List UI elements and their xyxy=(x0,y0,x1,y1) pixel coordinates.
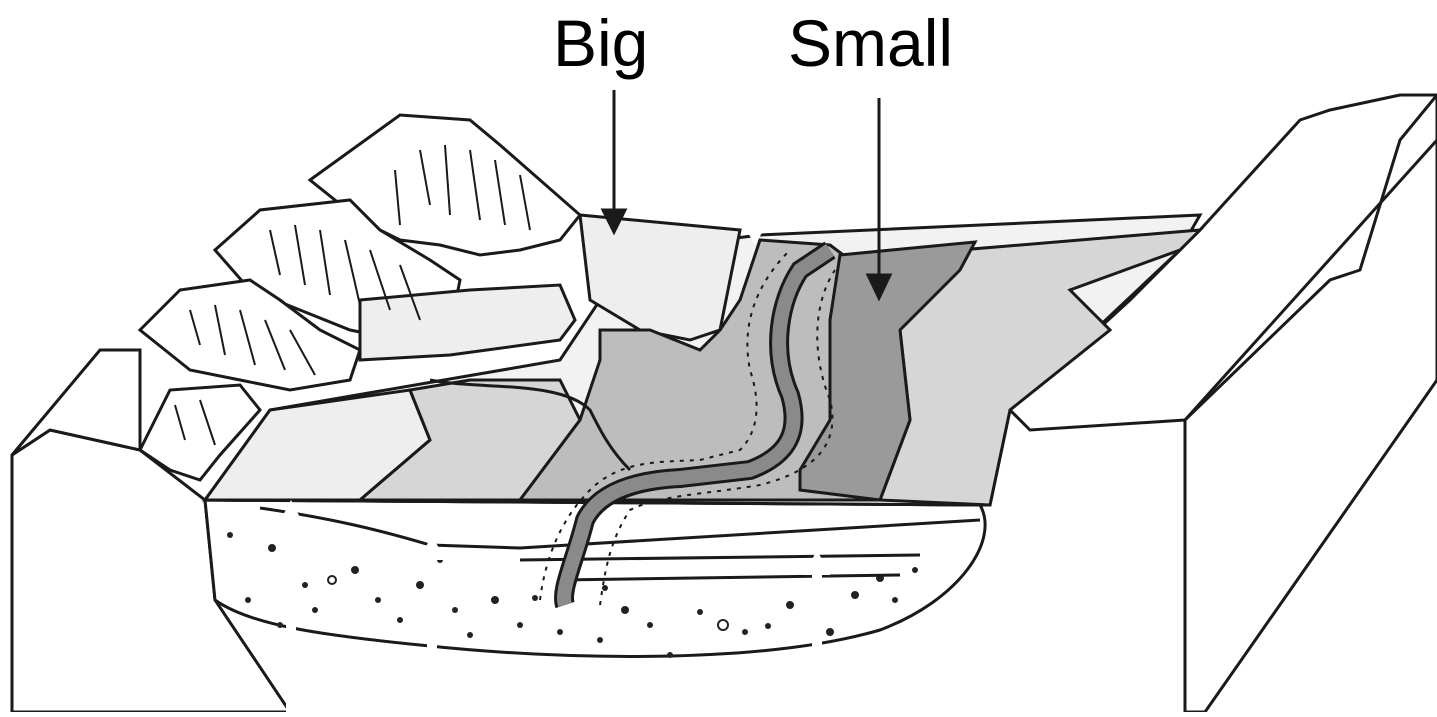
sediment-section xyxy=(205,500,990,658)
blank-pointer-2-shaft xyxy=(427,555,437,712)
blank-pointer-1-shaft xyxy=(286,520,296,712)
label-small: Small xyxy=(788,10,953,76)
label-big: Big xyxy=(553,10,648,76)
blank-pointer-3-shaft xyxy=(812,570,822,712)
mountain-slope-strata xyxy=(360,285,575,360)
